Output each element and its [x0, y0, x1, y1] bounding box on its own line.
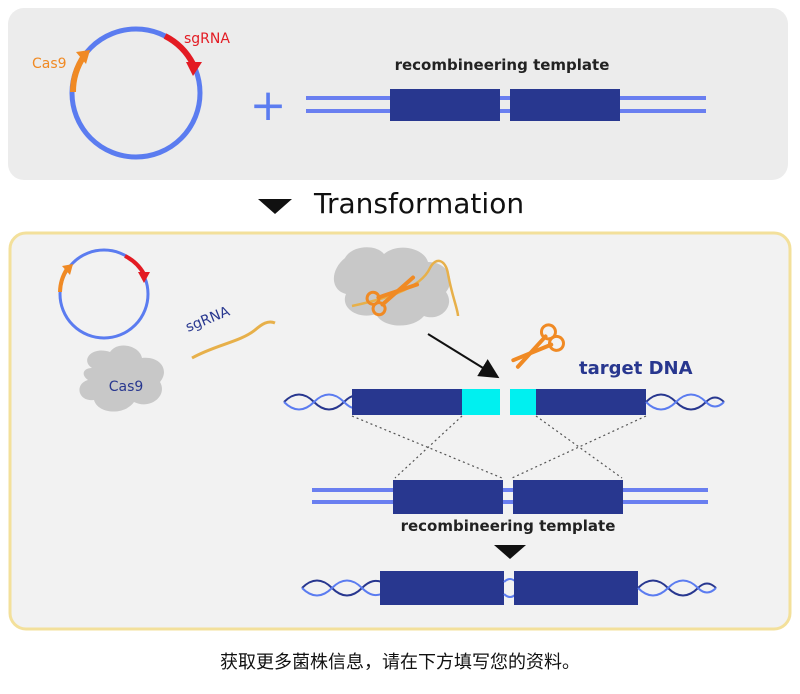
free-cas9-protein: Cas9 [79, 345, 164, 412]
footer-caption: 获取更多菌株信息，请在下方填写您的资料。 [220, 652, 580, 673]
sgrna-gene-arc [163, 33, 196, 66]
edited-block-left [380, 571, 504, 605]
sgrna-arrowhead-small [138, 272, 150, 283]
bottom-panel-background [8, 231, 792, 631]
template-arm-left [393, 480, 503, 514]
cas9-arrowhead [76, 50, 90, 64]
dna-strand-upper [306, 96, 706, 100]
result-triangle-icon [494, 545, 526, 559]
cut-scissors-icon [511, 323, 565, 369]
helix-left-strand-a [283, 393, 355, 411]
sgrna-arrowhead [186, 62, 202, 76]
target-site-right [510, 389, 536, 415]
helix-right-strand-a [645, 393, 725, 411]
homology-arm-left [390, 89, 500, 121]
transformation-step: Transformation [258, 187, 524, 220]
bottom-panel: sgRNA Cas9 t [8, 231, 792, 631]
target-dna-label: target DNA [579, 358, 693, 379]
edited-block-right [514, 571, 638, 605]
helix-left-strand-b [283, 393, 355, 411]
homology-arm-right [510, 89, 620, 121]
cas9-blob [79, 345, 164, 412]
dna-strand-lower [306, 109, 706, 113]
homology-lines [351, 415, 647, 479]
plasmid-circle-small [58, 248, 150, 340]
edited-helix-left-a [301, 579, 383, 597]
target-site-left [462, 389, 500, 415]
template-arm-right [513, 480, 623, 514]
edited-dna [301, 571, 717, 605]
template-label: recombineering template [395, 56, 610, 74]
cas9-free-label: Cas9 [109, 379, 144, 395]
sgrna-strand [191, 320, 276, 360]
plasmid-top: Cas9 sgRNA [32, 26, 230, 160]
target-block-left [352, 389, 462, 415]
down-triangle-icon [258, 199, 292, 214]
scissors-icon [365, 275, 420, 317]
cas9-label: Cas9 [32, 56, 67, 72]
cut-arrow [427, 333, 500, 379]
template-strand-upper [312, 488, 708, 492]
target-block-right [536, 389, 646, 415]
cas9-sgrna-complex [333, 247, 460, 326]
recombineering-template-top: recombineering template [306, 56, 706, 121]
cas9-arrowhead-small [62, 264, 73, 275]
transformation-label: Transformation [313, 187, 524, 220]
plasmid-bottom [58, 248, 150, 340]
plus-sign: + [250, 80, 287, 131]
edited-helix-right-a [637, 579, 717, 597]
recombineering-template-bottom: recombineering template [312, 480, 708, 535]
edited-helix-left-b [301, 579, 383, 597]
top-panel: Cas9 sgRNA + recombineering template [8, 8, 788, 180]
plasmid-circle [69, 26, 203, 160]
template-bottom-label: recombineering template [401, 517, 616, 535]
edited-helix-right-b [637, 579, 717, 597]
sgrna-label: sgRNA [184, 31, 230, 47]
helix-right-strand-b [645, 393, 725, 411]
complex-blob [333, 247, 451, 326]
target-dna [283, 389, 725, 415]
template-strand-lower [312, 500, 708, 504]
